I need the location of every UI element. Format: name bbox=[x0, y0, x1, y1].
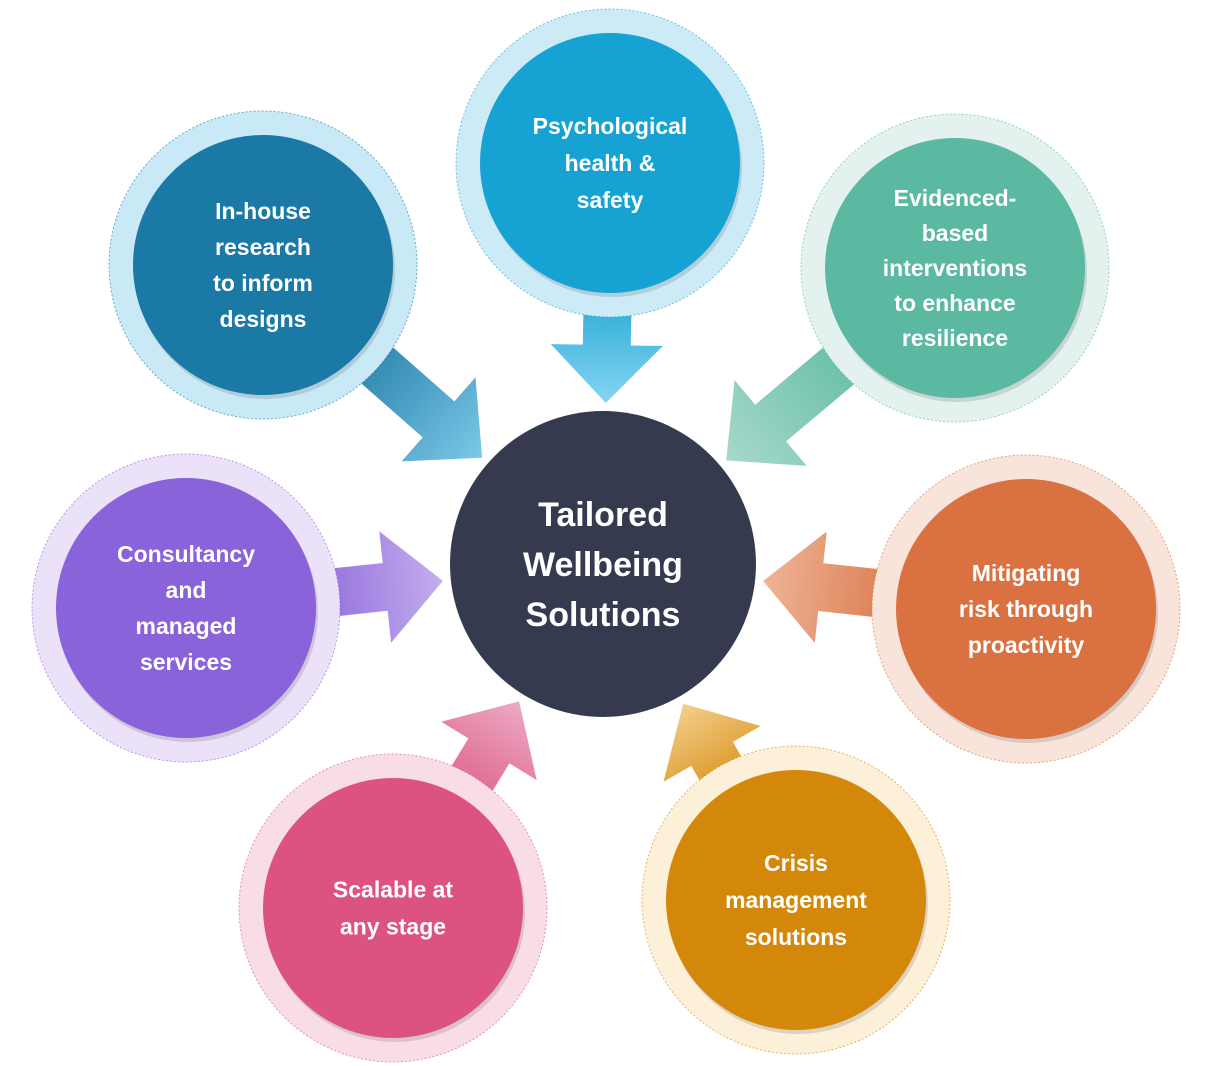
center-circle bbox=[450, 411, 756, 717]
center-line: Wellbeing bbox=[523, 546, 683, 584]
evidenced-based-interventions-arrow bbox=[726, 339, 864, 466]
evidenced-based-interventions-line: based bbox=[922, 220, 988, 246]
in-house-research-line: to inform bbox=[213, 270, 313, 296]
crisis-management-node: Crisis management solutions bbox=[641, 745, 951, 1055]
in-house-research-node: In-house research to inform designs bbox=[108, 110, 418, 420]
psychological-health-safety-node: Psychological health & safety bbox=[455, 8, 765, 318]
mitigating-risk-line: proactivity bbox=[968, 632, 1085, 658]
crisis-management-circle bbox=[666, 770, 926, 1030]
mitigating-risk-line: Mitigating bbox=[972, 560, 1081, 586]
scalable-line: any stage bbox=[340, 914, 446, 940]
consultancy-circle bbox=[56, 478, 316, 738]
nodes-layer: Psychological health & safety Evidenced-bas… bbox=[31, 8, 1181, 1063]
consultancy-node: Consultancy and managed services bbox=[31, 453, 341, 763]
mitigating-risk-label: Mitigating risk through proactivity bbox=[959, 560, 1093, 658]
evidenced-based-interventions-line: resilience bbox=[902, 325, 1008, 351]
in-house-research-line: In-house bbox=[215, 198, 311, 224]
scalable-label: Scalable at any stage bbox=[333, 877, 454, 940]
in-house-research-arrow bbox=[352, 339, 483, 462]
scalable-node: Scalable at any stage bbox=[238, 753, 548, 1063]
consultancy-line: and bbox=[166, 577, 207, 603]
scalable-line: Scalable at bbox=[333, 877, 454, 903]
consultancy-line: Consultancy bbox=[117, 541, 255, 567]
evidenced-based-interventions-label: Evidenced-based interventions to enhance re… bbox=[883, 185, 1027, 351]
mitigating-risk-circle bbox=[896, 479, 1156, 739]
mitigating-risk-line: risk through bbox=[959, 596, 1093, 622]
evidenced-based-interventions-line: interventions bbox=[883, 255, 1027, 281]
evidenced-based-interventions-line: to enhance bbox=[894, 290, 1015, 316]
evidenced-based-interventions-line: Evidenced- bbox=[894, 185, 1017, 211]
psychological-health-safety-line: health & bbox=[565, 150, 656, 176]
consultancy-line: services bbox=[140, 649, 232, 675]
in-house-research-label: In-house research to inform designs bbox=[213, 198, 313, 332]
consultancy-label: Consultancy and managed services bbox=[117, 541, 255, 675]
consultancy-line: managed bbox=[136, 613, 237, 639]
consultancy-arrow bbox=[322, 531, 443, 643]
psychological-health-safety-circle bbox=[480, 33, 740, 293]
crisis-management-label: Crisis management solutions bbox=[725, 850, 867, 950]
scalable-circle bbox=[263, 778, 523, 1038]
center-line: Solutions bbox=[526, 596, 681, 634]
in-house-research-circle bbox=[133, 135, 393, 395]
evidenced-based-interventions-node: Evidenced-based interventions to enhance re… bbox=[800, 113, 1110, 423]
in-house-research-line: research bbox=[215, 234, 311, 260]
crisis-management-line: management bbox=[725, 887, 867, 913]
crisis-management-line: solutions bbox=[745, 924, 847, 950]
psychological-health-safety-line: Psychological bbox=[533, 113, 688, 139]
psychological-health-safety-arrow bbox=[550, 302, 663, 403]
evidenced-based-interventions-circle bbox=[825, 138, 1085, 398]
psychological-health-safety-line: safety bbox=[577, 187, 644, 213]
center-line: Tailored bbox=[538, 496, 668, 534]
mitigating-risk-node: Mitigating risk through proactivity bbox=[871, 454, 1181, 764]
in-house-research-line: designs bbox=[220, 306, 307, 332]
mitigating-risk-arrow bbox=[763, 531, 890, 643]
crisis-management-line: Crisis bbox=[764, 850, 828, 876]
psychological-health-safety-label: Psychological health & safety bbox=[533, 113, 688, 213]
